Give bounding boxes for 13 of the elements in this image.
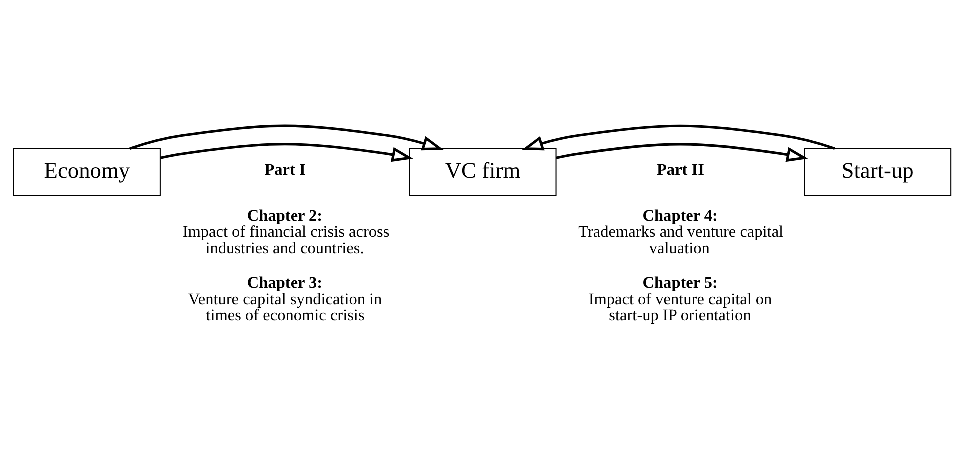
arrow (129, 124, 444, 150)
arrow (556, 142, 808, 162)
label: Part I (264, 160, 306, 179)
node-box: Economy (12, 148, 160, 196)
label: Chapter 3: (246, 272, 322, 292)
arrow (522, 124, 835, 150)
label: Chapter 2: (246, 205, 322, 224)
arrow (160, 142, 413, 162)
label: Chapter 5: (642, 272, 718, 292)
node-box: Start-up (804, 148, 952, 196)
node-box: VC firm (408, 148, 556, 196)
label: Chapter 4: (642, 205, 718, 224)
label: Part II (656, 160, 704, 179)
